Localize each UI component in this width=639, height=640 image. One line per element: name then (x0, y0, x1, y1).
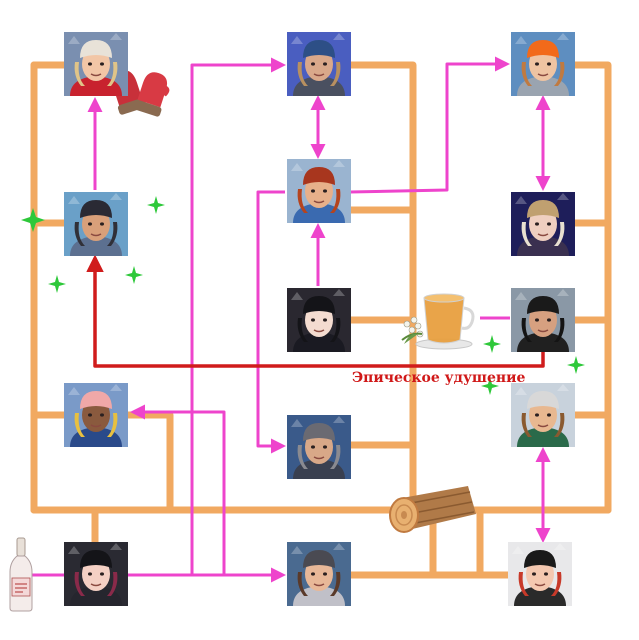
sim-portrait-icon (64, 192, 128, 256)
red-strangle-arrow (86, 254, 545, 368)
character-portrait[interactable] (64, 542, 128, 606)
character-portrait[interactable] (287, 542, 351, 606)
log-icon (389, 486, 476, 533)
character-portrait[interactable] (64, 32, 128, 96)
character-portrait[interactable] (287, 159, 351, 223)
sim-portrait-icon (64, 383, 128, 447)
character-portrait[interactable] (287, 32, 351, 96)
sim-portrait-icon (508, 542, 572, 606)
sim-portrait-icon (64, 542, 128, 606)
sim-portrait-icon (511, 383, 575, 447)
character-portrait[interactable] (287, 415, 351, 479)
sim-portrait-icon (287, 32, 351, 96)
sim-portrait-icon (287, 542, 351, 606)
character-portrait[interactable] (511, 32, 575, 96)
sim-portrait-icon (511, 32, 575, 96)
magenta-relation-arrows (30, 56, 551, 583)
sim-portrait-icon (511, 192, 575, 256)
sim-portrait-icon (511, 288, 575, 352)
character-portrait[interactable] (511, 288, 575, 352)
sim-portrait-icon (64, 32, 128, 96)
character-portrait[interactable] (508, 542, 572, 606)
tea-cup-icon (401, 293, 475, 350)
character-portrait[interactable] (287, 288, 351, 352)
sim-portrait-icon (287, 288, 351, 352)
character-portrait[interactable] (511, 192, 575, 256)
strangle-caption: Эпическое удушение (352, 370, 526, 386)
bottle-icon (9, 537, 33, 612)
character-portrait[interactable] (64, 192, 128, 256)
sim-portrait-icon (287, 159, 351, 223)
character-portrait[interactable] (511, 383, 575, 447)
sim-portrait-icon (287, 415, 351, 479)
character-portrait[interactable] (64, 383, 128, 447)
green-sparkles (21, 196, 585, 395)
orange-family-lines (30, 61, 612, 579)
